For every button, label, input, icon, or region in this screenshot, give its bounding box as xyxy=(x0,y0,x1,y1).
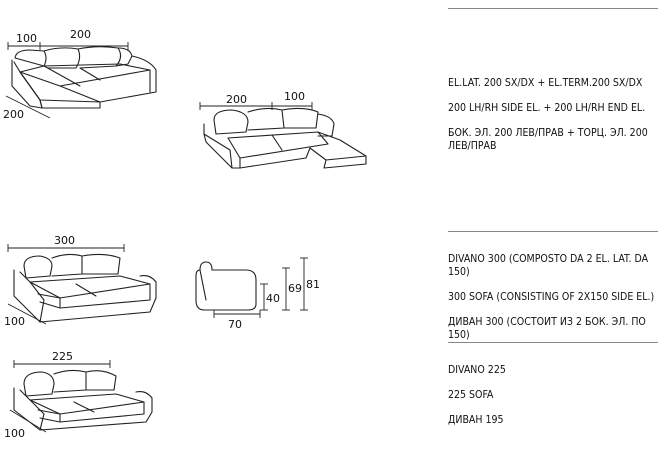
description-sofa-225: DIVANO 225 225 SOFA ДИВАН 195 xyxy=(448,364,659,439)
sofa300-dim-width: 300 xyxy=(54,234,75,247)
description-line: DIVANO 300 (COMPOSTO DA 2 EL. LAT. DA 15… xyxy=(448,253,649,278)
description-line: 300 SOFA (CONSISTING OF 2X150 SIDE EL.) xyxy=(448,291,655,303)
sofa-300-drawing: 300 100 xyxy=(4,234,157,328)
description-sofa-300: DIVANO 300 (COMPOSTO DA 2 EL. LAT. DA 15… xyxy=(448,253,659,354)
separator-2 xyxy=(448,231,658,232)
corner-sofa-b-drawing: 200 100 xyxy=(199,90,367,169)
description-line: 225 SOFA xyxy=(448,389,494,401)
description-line: ДИВАН 195 xyxy=(448,414,504,426)
corner-a-dim-left: 100 xyxy=(16,32,37,45)
sofa-technical-drawings: 100 200 200 200 100 xyxy=(3,28,367,440)
corner-b-dim-right: 100 xyxy=(284,90,305,103)
description-line: DIVANO 225 xyxy=(448,364,506,376)
corner-a-dim-depth: 200 xyxy=(3,108,24,121)
side-profile-drawing: 40 69 81 70 xyxy=(195,257,320,331)
description-line: БОК. ЭЛ. 200 ЛЕВ/ПРАВ + ТОРЦ. ЭЛ. 200 ЛЕ… xyxy=(448,127,648,152)
side-dim-seat: 40 xyxy=(266,292,280,305)
corner-sofa-a-drawing: 100 200 200 xyxy=(3,28,157,121)
corner-b-dim-left: 200 xyxy=(226,93,247,106)
sofa-225-drawing: 225 100 xyxy=(4,350,153,440)
separator-1 xyxy=(448,8,658,9)
description-corner: EL.LAT. 200 SX/DX + EL.TERM.200 SX/DX 20… xyxy=(448,77,659,165)
corner-a-dim-right: 200 xyxy=(70,28,91,41)
side-dim-back: 81 xyxy=(306,278,320,291)
side-dim-depth: 70 xyxy=(228,318,242,331)
side-dim-arm: 69 xyxy=(288,282,302,295)
separator-3 xyxy=(448,342,658,343)
sofa225-dim-width: 225 xyxy=(52,350,73,363)
sofa300-dim-depth: 100 xyxy=(4,315,25,328)
description-line: EL.LAT. 200 SX/DX + EL.TERM.200 SX/DX xyxy=(448,77,643,89)
sofa225-dim-depth: 100 xyxy=(4,427,25,440)
description-line: 200 LH/RH SIDE EL. + 200 LH/RH END EL. xyxy=(448,102,646,114)
description-line: ДИВАН 300 (СОСТОИТ ИЗ 2 БОК. ЭЛ. ПО 150) xyxy=(448,316,646,341)
